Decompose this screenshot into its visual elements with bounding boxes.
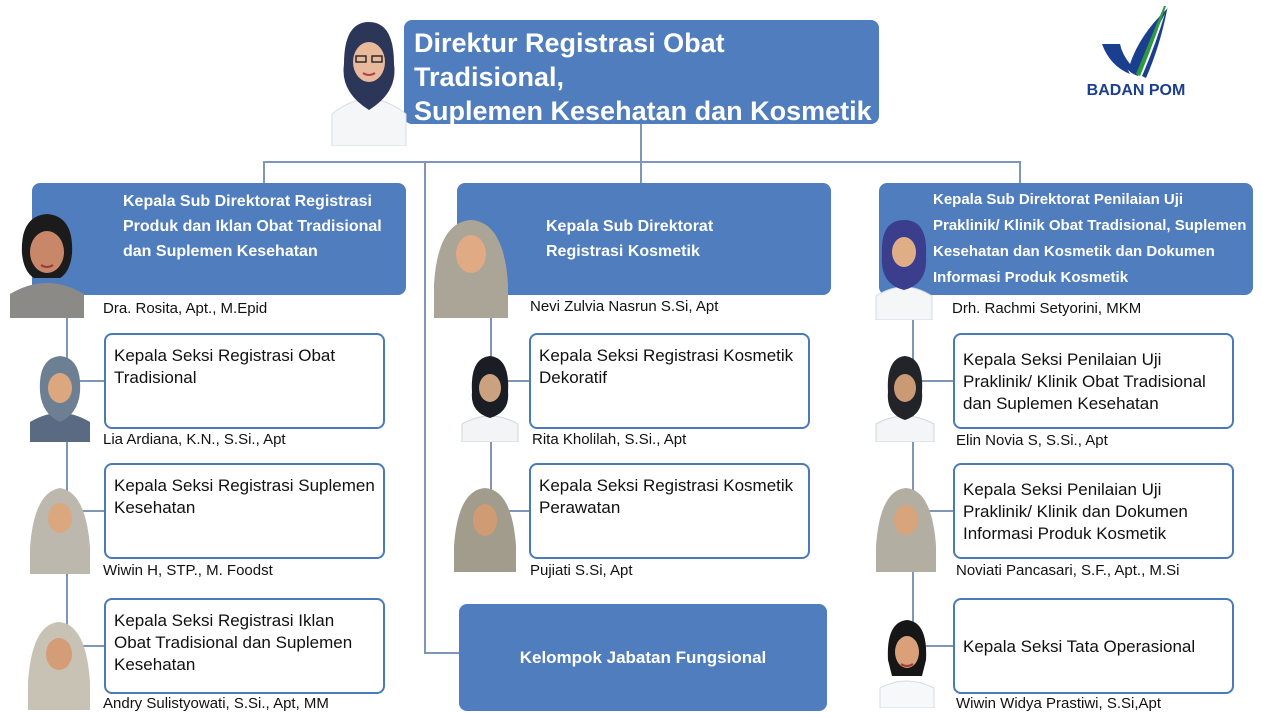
section-2-2-name: Pujiati S.Si, Apt — [530, 562, 633, 579]
functional-group-box: Kelompok Jabatan Fungsional — [459, 604, 827, 711]
section-3-1-name: Elin Novia S, S.Si., Apt — [956, 432, 1108, 449]
director-title-line2: Suplemen Kesehatan dan Kosmetik — [414, 96, 872, 126]
section-1-3-photo — [28, 622, 90, 710]
section-2-2-photo — [454, 488, 516, 572]
functional-group-title: Kelompok Jabatan Fungsional — [519, 647, 767, 667]
subdirectorate-title: Kepala Sub Direktorat Registrasi Produk … — [123, 193, 382, 260]
subdirector-2-photo — [434, 220, 508, 318]
connector-right-branch-3 — [912, 645, 954, 647]
connector-mid-branch-2 — [490, 510, 531, 512]
director-box: Direktur Registrasi Obat Tradisional, Su… — [404, 20, 879, 143]
subdirector-2-name: Nevi Zulvia Nasrun S.Si, Apt — [530, 298, 719, 315]
section-3-3-name: Wiwin Widya Prastiwi, S.Si,Apt — [956, 695, 1162, 712]
connector-right-column — [912, 320, 914, 645]
section-box-registrasi-obat-tradisional: Kepala Seksi Registrasi Obat Tradisional — [104, 333, 385, 429]
subdirector-1-name: Dra. Rosita, Apt., M.Epid — [103, 300, 268, 317]
section-2-1-photo — [461, 356, 519, 442]
subdirectorate-box-produk-iklan: Kepala Sub Direktorat Registrasi Produk … — [32, 183, 406, 295]
connector-functional-horizontal — [424, 652, 460, 654]
connector-right-branch-2 — [912, 510, 954, 512]
section-1-1-name: Lia Ardiana, K.N., S.Si., Apt — [103, 431, 286, 448]
connector-director-vertical — [640, 124, 642, 162]
section-3-2-name: Noviati Pancasari, S.F., Apt., M.Si — [956, 562, 1180, 579]
section-box-tata-operasional: Kepala Seksi Tata Operasional — [953, 598, 1234, 694]
connector-left-branch-2 — [66, 510, 106, 512]
subdirectorate-title: Kepala Sub Direktorat Penilaian Uji Prak… — [933, 191, 1247, 286]
section-box-kosmetik-dekoratif: Kepala Seksi Registrasi Kosmetik Dekorat… — [529, 333, 810, 429]
badan-pom-checkmark-logo-icon — [1102, 6, 1168, 78]
director-title-line1: Direktur Registrasi Obat Tradisional, — [414, 28, 725, 92]
section-1-1-photo — [30, 356, 90, 442]
connector-functional-vertical — [424, 161, 426, 654]
section-title: Kepala Seksi Registrasi Kosmetik Dekorat… — [539, 346, 794, 387]
subdirectorate-title: Kepala Sub Direktorat Registrasi Kosmeti… — [546, 218, 714, 260]
section-box-kosmetik-perawatan: Kepala Seksi Registrasi Kosmetik Perawat… — [529, 463, 810, 559]
logo-text: BADAN POM — [1086, 82, 1186, 99]
section-title: Kepala Seksi Penilaian Uji Praklinik/ Kl… — [963, 350, 1206, 413]
connector-left-branch-3 — [66, 645, 106, 647]
connector-mid-drop — [640, 161, 642, 185]
section-1-2-name: Wiwin H, STP., M. Foodst — [103, 562, 273, 579]
section-title: Kepala Seksi Penilaian Uji Praklinik/ Kl… — [963, 480, 1188, 543]
connector-left-column — [66, 315, 68, 645]
subdirectorate-box-penilaian-uji: Kepala Sub Direktorat Penilaian Uji Prak… — [879, 183, 1253, 295]
section-title: Kepala Seksi Registrasi Kosmetik Perawat… — [539, 476, 794, 517]
director-photo — [331, 22, 407, 146]
section-title: Kepala Seksi Registrasi Iklan Obat Tradi… — [114, 611, 353, 674]
connector-mid-branch-1 — [490, 380, 531, 382]
section-box-penilaian-dokumen-kosmetik: Kepala Seksi Penilaian Uji Praklinik/ Kl… — [953, 463, 1234, 559]
subdirectorate-box-kosmetik: Kepala Sub Direktorat Registrasi Kosmeti… — [457, 183, 831, 295]
section-box-registrasi-iklan: Kepala Seksi Registrasi Iklan Obat Tradi… — [104, 598, 385, 694]
connector-right-drop — [1019, 161, 1021, 185]
section-3-2-photo — [876, 488, 936, 572]
section-box-penilaian-ot-suplemen: Kepala Seksi Penilaian Uji Praklinik/ Kl… — [953, 333, 1234, 429]
badan-pom-logo: BADAN POM — [1080, 4, 1192, 104]
section-title: Kepala Seksi Registrasi Obat Tradisional — [114, 346, 336, 387]
section-2-1-name: Rita Kholilah, S.Si., Apt — [532, 431, 687, 448]
connector-right-branch-1 — [912, 380, 954, 382]
section-1-2-photo — [30, 488, 90, 574]
section-3-3-photo — [879, 620, 935, 708]
section-1-3-name: Andry Sulistyowati, S.Si., Apt, MM — [103, 695, 329, 712]
subdirector-3-photo — [875, 220, 933, 320]
subdirector-1-photo — [10, 214, 84, 318]
connector-left-branch-1 — [66, 380, 106, 382]
connector-left-drop — [263, 161, 265, 185]
director-name: Dra. Cendekia Sri Murwani, Apt, MKM — [424, 126, 677, 143]
section-box-registrasi-suplemen: Kepala Seksi Registrasi Suplemen Kesehat… — [104, 463, 385, 559]
subdirector-3-name: Drh. Rachmi Setyorini, MKM — [952, 300, 1142, 317]
section-title: Kepala Seksi Tata Operasional — [963, 637, 1196, 656]
section-3-1-photo — [875, 356, 935, 442]
section-title: Kepala Seksi Registrasi Suplemen Kesehat… — [114, 476, 375, 517]
